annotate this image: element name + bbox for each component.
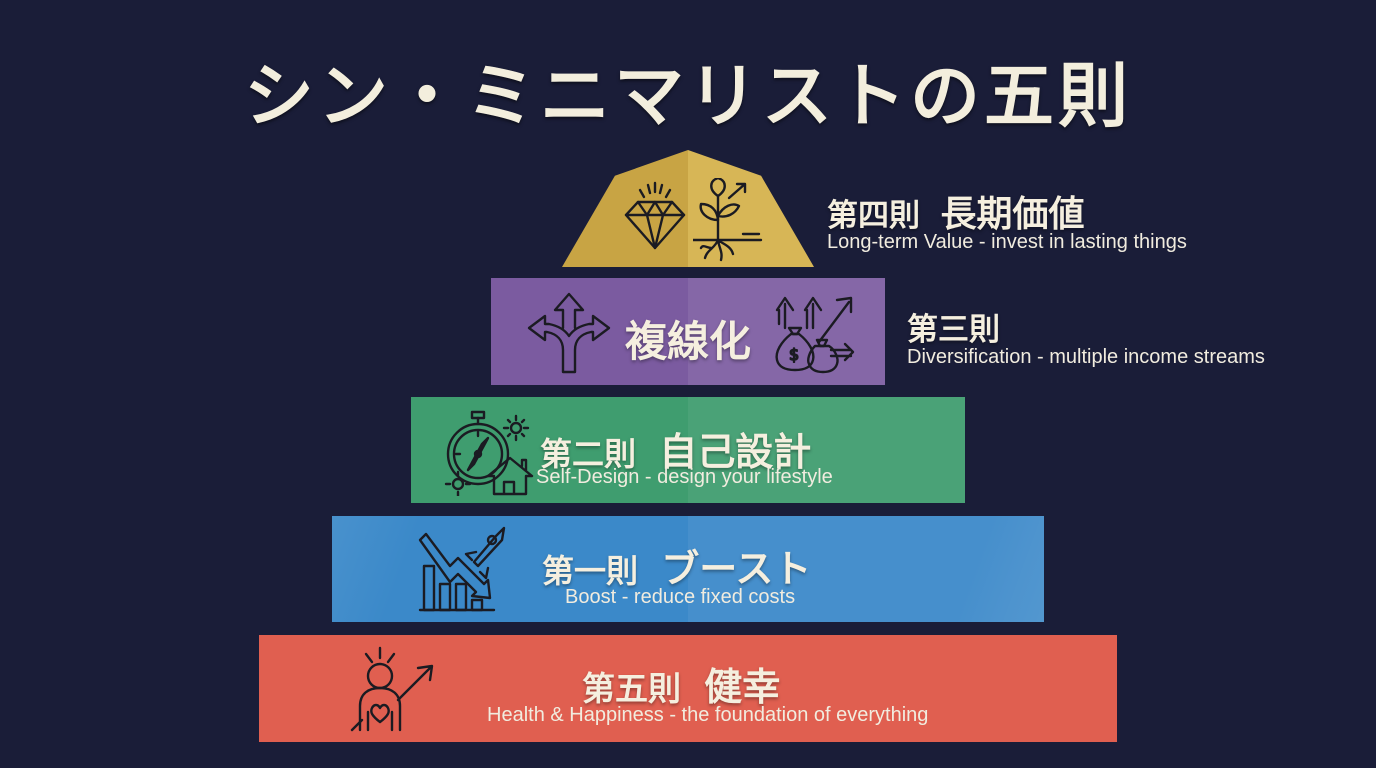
growing-plant-icon <box>693 178 763 262</box>
tier4-name: 長期価値 <box>940 194 1085 235</box>
tier4-rule-label: 第四則 <box>827 198 920 234</box>
tier2-name: 自己設計 <box>659 430 812 474</box>
tier4-description: Long-term Value - invest in lasting thin… <box>827 231 1187 253</box>
tier5-rule-label: 第五則 <box>582 669 681 708</box>
svg-text:$: $ <box>789 345 799 364</box>
page-title: シン・ミニマリストの五則 <box>244 55 1132 137</box>
diamond-icon <box>624 181 686 250</box>
tier1-name: ブースト <box>661 547 812 591</box>
tier1-title: 第一則 ブースト <box>542 538 811 593</box>
tier1-rule-label: 第一則 <box>542 552 639 590</box>
tier3-name: 複線化 <box>625 317 752 366</box>
tier1-description: Boost - reduce fixed costs <box>565 586 796 608</box>
tier5-title: 第五則 健幸 <box>582 656 780 711</box>
tier4-title: 第四則 長期価値 <box>827 185 1085 237</box>
rocket-declining-chart-icon <box>418 526 506 612</box>
tier2-description: Self-Design - design your lifestyle <box>536 466 833 488</box>
pyramid-tier-health-happiness <box>259 635 1117 742</box>
tier5-description: Health & Happiness - the foundation of e… <box>487 704 929 726</box>
person-heart-arrow-icon <box>350 646 434 732</box>
money-bags-arrows-icon: $ <box>775 296 855 374</box>
tier3-shade <box>688 278 885 385</box>
tier2-title: 第二則 自己設計 <box>540 421 811 476</box>
tier1-shade <box>688 516 1044 622</box>
branching-arrows-icon <box>527 292 611 374</box>
tier3-rule-label: 第三則 <box>907 312 1000 348</box>
tier5-name: 健幸 <box>704 665 781 709</box>
tier3-description: Diversification - multiple income stream… <box>907 346 1265 368</box>
tier2-shade <box>688 397 965 503</box>
tier2-rule-label: 第二則 <box>540 435 637 473</box>
pyramid-tier-diversification <box>491 278 885 385</box>
compass-house-gears-icon <box>444 410 534 496</box>
